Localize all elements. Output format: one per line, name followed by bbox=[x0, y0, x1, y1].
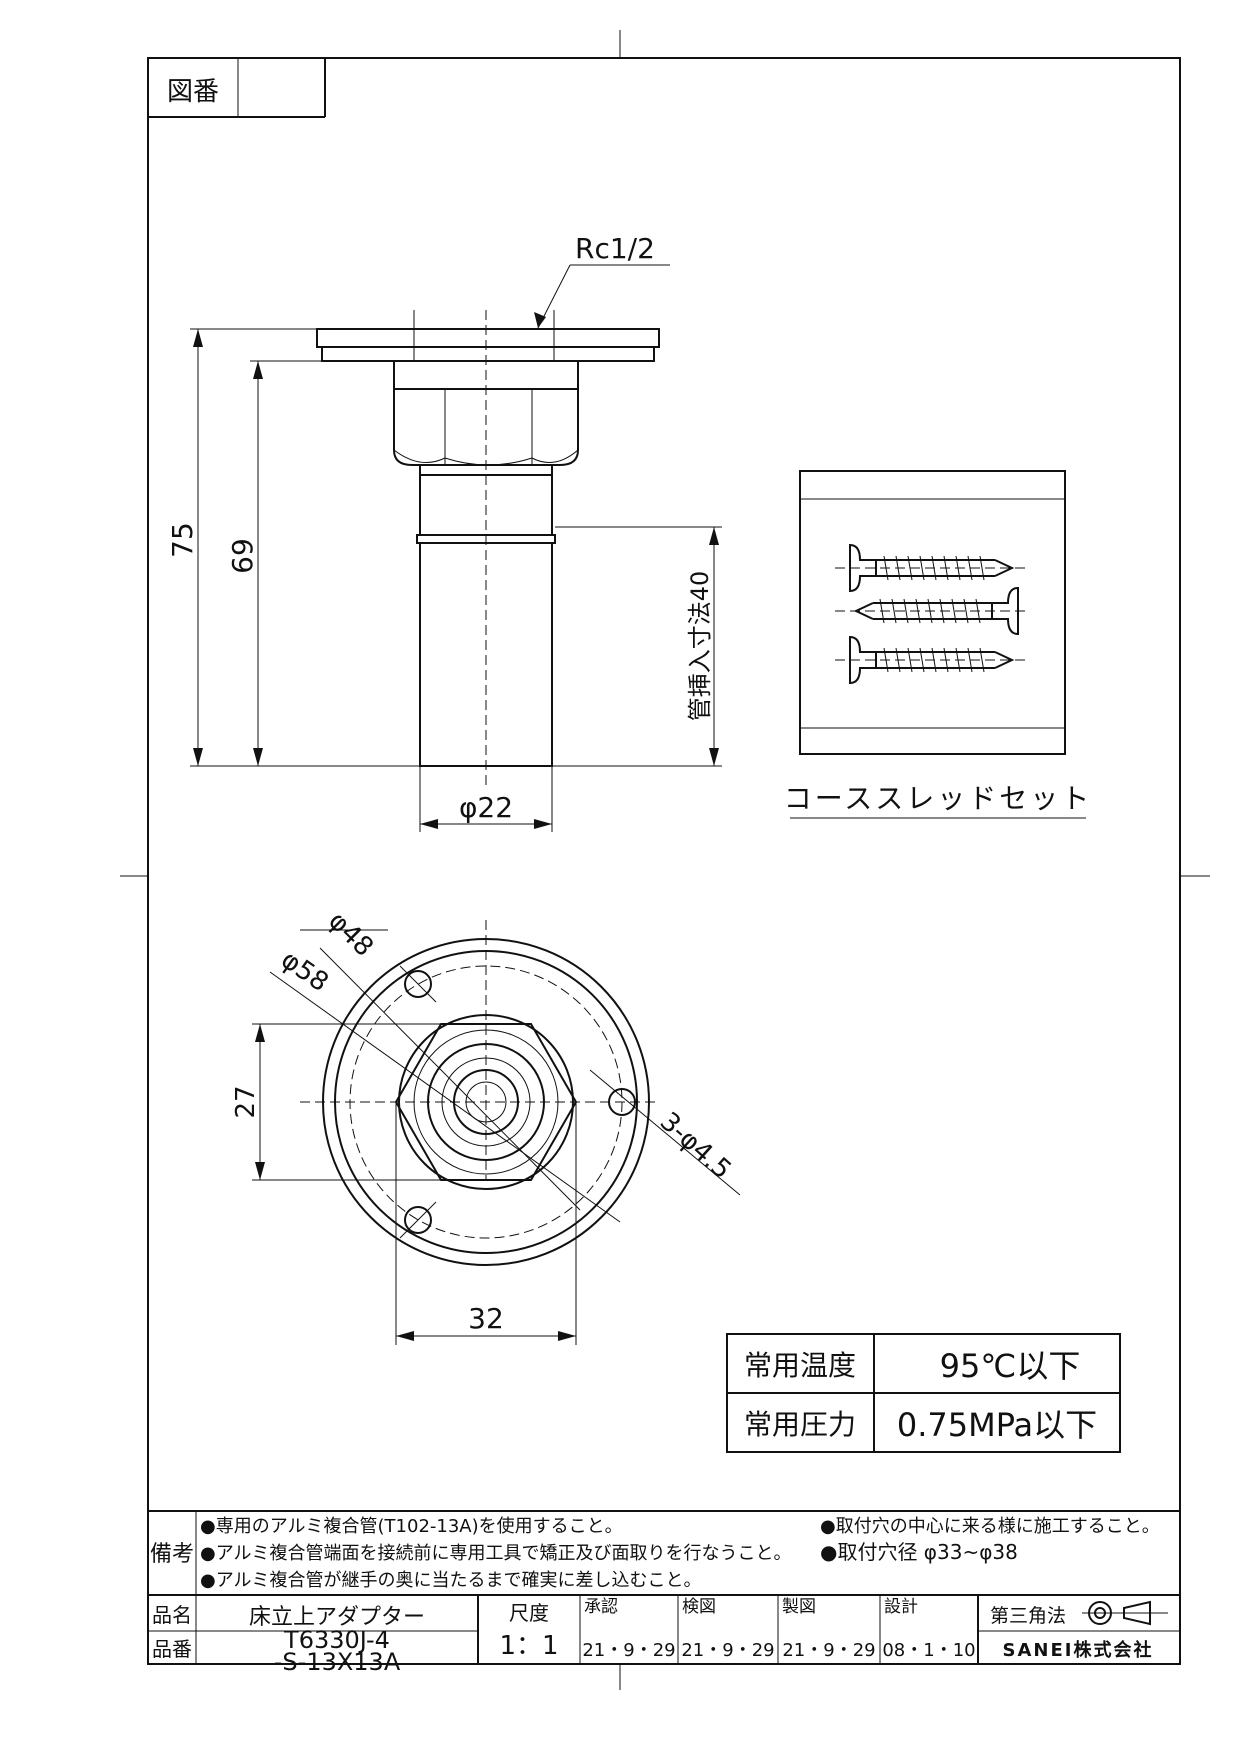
draft-label: 製図 bbox=[782, 1597, 816, 1617]
remark-line: ●アルミ複合管端面を接続前に専用工具で矯正及び面取りを行なうこと。 bbox=[200, 1543, 792, 1564]
scale-label: 尺度 bbox=[509, 1601, 549, 1625]
check-label: 検図 bbox=[682, 1597, 716, 1617]
projection-label: 第三角法 bbox=[990, 1605, 1066, 1627]
approve-date: 21・9・29 bbox=[582, 1640, 675, 1661]
front-view: Rc1/2 75 69 管挿入寸法40 φ22 bbox=[166, 232, 722, 832]
spec-table: 常用温度 95℃以下 常用圧力 0.75MPa以下 bbox=[726, 1333, 1121, 1453]
remark-line: ●アルミ複合管が継手の奥に当たるまで確実に差し込むこと。 bbox=[200, 1570, 702, 1591]
remark-line: ●専用のアルミ複合管(T102-13A)を使用すること。 bbox=[200, 1516, 623, 1537]
remark-line: ●取付穴径 φ33~φ38 bbox=[820, 1540, 1018, 1564]
spec-value: 0.75MPa以下 bbox=[897, 1406, 1097, 1444]
product-number-value: -S-13X13A bbox=[274, 1648, 401, 1676]
pcd-diameter-dim: φ48 bbox=[322, 906, 379, 963]
design-date: 08・1・10 bbox=[882, 1640, 975, 1661]
mount-hole bbox=[608, 1088, 636, 1116]
remark-line: ●取付穴の中心に来る様に施工すること。 bbox=[820, 1516, 1160, 1537]
mount-holes-dim: 3-φ4.5 bbox=[654, 1107, 737, 1186]
height-75-dim: 75 bbox=[166, 522, 199, 558]
centering-marks bbox=[120, 30, 1210, 1690]
insertion-depth-dim: 管挿入寸法40 bbox=[686, 571, 714, 722]
remarks: 備考 ●専用のアルミ複合管(T102-13A)を使用すること。 ●アルミ複合管端… bbox=[148, 1510, 1180, 1595]
product-name-label: 品名 bbox=[152, 1603, 192, 1627]
mount-hole bbox=[404, 1206, 432, 1234]
screw-icon bbox=[835, 635, 1030, 685]
thread-spec-label: Rc1/2 bbox=[575, 232, 655, 265]
hex-width-dim: 32 bbox=[468, 1302, 504, 1335]
title-block: 品名 床立上アダプター 品番 T6330J-4 -S-13X13A 尺度 1：1… bbox=[148, 1594, 1180, 1676]
third-angle-projection-icon bbox=[1082, 1600, 1168, 1626]
mount-hole bbox=[404, 970, 432, 998]
check-date: 21・9・29 bbox=[681, 1640, 774, 1661]
remarks-label: 備考 bbox=[150, 1542, 194, 1567]
pipe-diameter-dim: φ22 bbox=[459, 791, 513, 824]
screw-icon bbox=[835, 586, 1030, 636]
screw-set-caption: コーススレッドセット bbox=[784, 782, 1093, 815]
spec-value: 95℃以下 bbox=[940, 1347, 1081, 1385]
top-view: φ48 φ58 27 32 3-φ4.5 bbox=[231, 906, 741, 1345]
draft-date: 21・9・29 bbox=[782, 1640, 875, 1661]
drawing-number-box: 図番 bbox=[148, 58, 326, 118]
design-label: 設計 bbox=[884, 1597, 918, 1617]
hex-height-dim: 27 bbox=[231, 1085, 261, 1118]
drawing-frame bbox=[147, 57, 1181, 1665]
spec-label: 常用温度 bbox=[744, 1349, 856, 1382]
product-number-value: T6330J-4 bbox=[283, 1626, 390, 1654]
spec-label: 常用圧力 bbox=[744, 1408, 856, 1441]
product-number-label: 品番 bbox=[152, 1637, 192, 1661]
drawing-number-label: 図番 bbox=[167, 77, 219, 107]
screw-set: コーススレッドセット bbox=[784, 470, 1093, 819]
scale-value: 1：1 bbox=[499, 1631, 558, 1661]
height-69-dim: 69 bbox=[226, 538, 259, 574]
approve-label: 承認 bbox=[584, 1597, 618, 1617]
company-name: SANEI株式会社 bbox=[1003, 1639, 1154, 1661]
screw-icon bbox=[835, 543, 1030, 593]
product-name-value: 床立上アダプター bbox=[249, 1605, 425, 1630]
